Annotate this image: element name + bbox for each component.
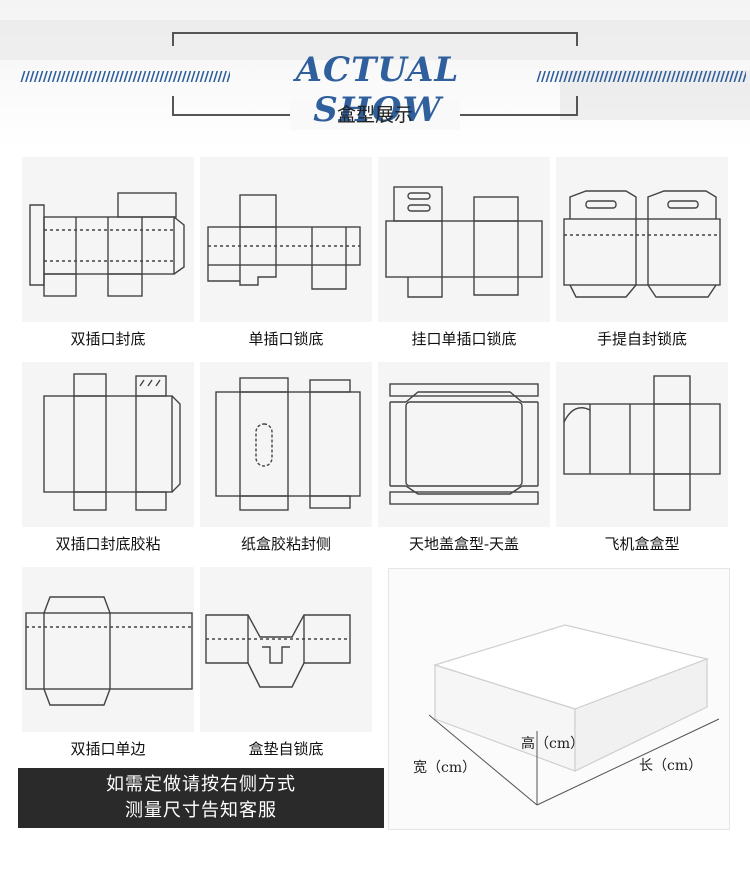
box-label: 单插口锁底 (248, 330, 324, 348)
decorative-hatch-left: ////////////////////////////////////////… (20, 68, 230, 82)
box-diagram-mailer-box (556, 362, 728, 527)
box-diagram-handle-self-lock (556, 157, 728, 322)
custom-order-banner: 如需定做请按右侧方式 测量尺寸告知客服 (18, 768, 384, 828)
box-label: 双插口封底 (70, 330, 146, 348)
box-diagram-glued-side-seal (200, 362, 372, 527)
page-subtitle: 盒型展示 (336, 104, 413, 126)
box-label: 挂口单插口锁底 (411, 330, 517, 348)
page-title: ACTUAL SHOW (295, 50, 460, 130)
dimension-width-label: 宽（cm） (413, 760, 477, 776)
box-diagram-lid-and-base-top (378, 362, 550, 527)
box-label: 纸盒胶粘封侧 (240, 535, 331, 553)
box-label: 双插口单边 (70, 740, 146, 758)
box-diagram-double-tuck-single-side (22, 567, 194, 732)
box-diagram-double-tuck-glued (22, 362, 194, 527)
dimension-height-label: 高（cm） (521, 736, 585, 752)
box-label: 天地盖盒型-天盖 (408, 535, 520, 553)
box-photo: 高（cm） 宽（cm） 长（cm） (388, 568, 730, 830)
box-label: 手提自封锁底 (596, 330, 687, 348)
box-label: 盒垫自锁底 (248, 740, 324, 758)
box-diagram-hanging-tuck-lock (378, 157, 550, 322)
box-diagram-double-tuck-sealed (22, 157, 194, 322)
box-diagram-single-tuck-lock (200, 157, 372, 322)
banner-line-2: 测量尺寸告知客服 (125, 800, 277, 821)
box-label: 飞机盒盒型 (604, 535, 680, 553)
box-diagram-pad-self-lock (200, 567, 372, 732)
dimension-length-label: 长（cm） (639, 758, 703, 774)
box-label: 双插口封底胶粘 (55, 535, 161, 553)
banner-line-1: 如需定做请按右侧方式 (106, 774, 296, 795)
decorative-hatch-right: ////////////////////////////////////////… (536, 68, 746, 82)
title-frame-top (172, 32, 578, 46)
